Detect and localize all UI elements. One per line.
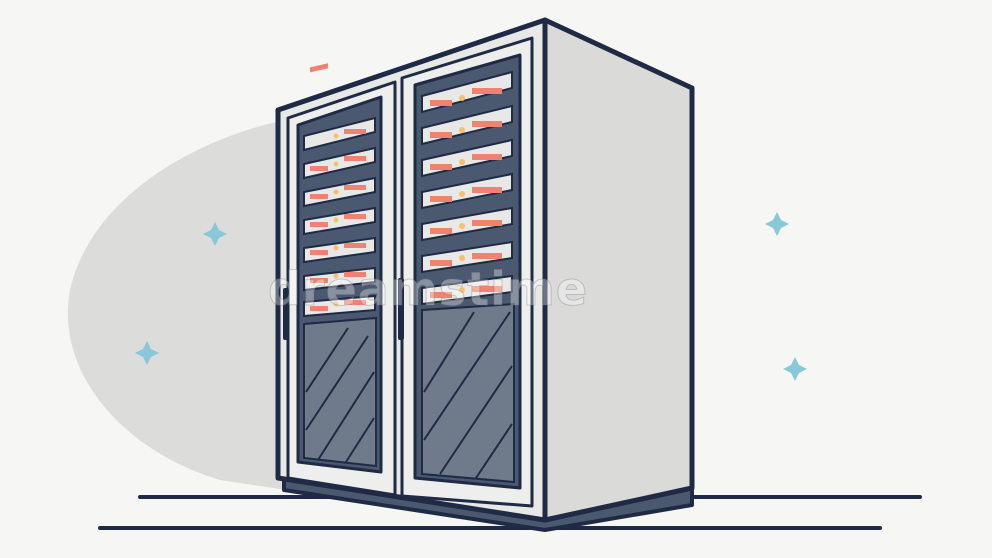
left-door-glass: [303, 316, 377, 468]
rack-unit: [303, 294, 376, 318]
sparkle-icon: [783, 357, 807, 381]
rack-unit: [421, 172, 513, 210]
rack-unit: [421, 70, 513, 114]
rack-unit: [303, 266, 376, 292]
sparkle-icon: [203, 222, 227, 246]
right-door-handle: [398, 278, 404, 340]
left-door-handle: [283, 288, 289, 340]
rack-unit: [303, 236, 376, 264]
left-rack-units: [303, 63, 376, 318]
rack-unit: [303, 206, 376, 236]
right-rack-units: [421, 70, 513, 306]
sparkle-icon: [135, 341, 159, 365]
sparkle-icon: [765, 212, 789, 236]
rack-unit: [421, 206, 513, 242]
rack-unit: [303, 63, 376, 152]
rack-unit: [421, 104, 513, 146]
rack-unit: [421, 240, 513, 274]
rack-unit: [421, 138, 513, 178]
background-blob: [67, 120, 301, 492]
rack-unit: [421, 274, 513, 306]
rack-unit: [303, 146, 376, 180]
right-door-glass: [421, 302, 515, 484]
rack-unit: [303, 176, 376, 208]
sparkles: [135, 212, 807, 381]
cabinet-side-panel: [542, 17, 695, 523]
glass-reflections: [305, 311, 513, 479]
